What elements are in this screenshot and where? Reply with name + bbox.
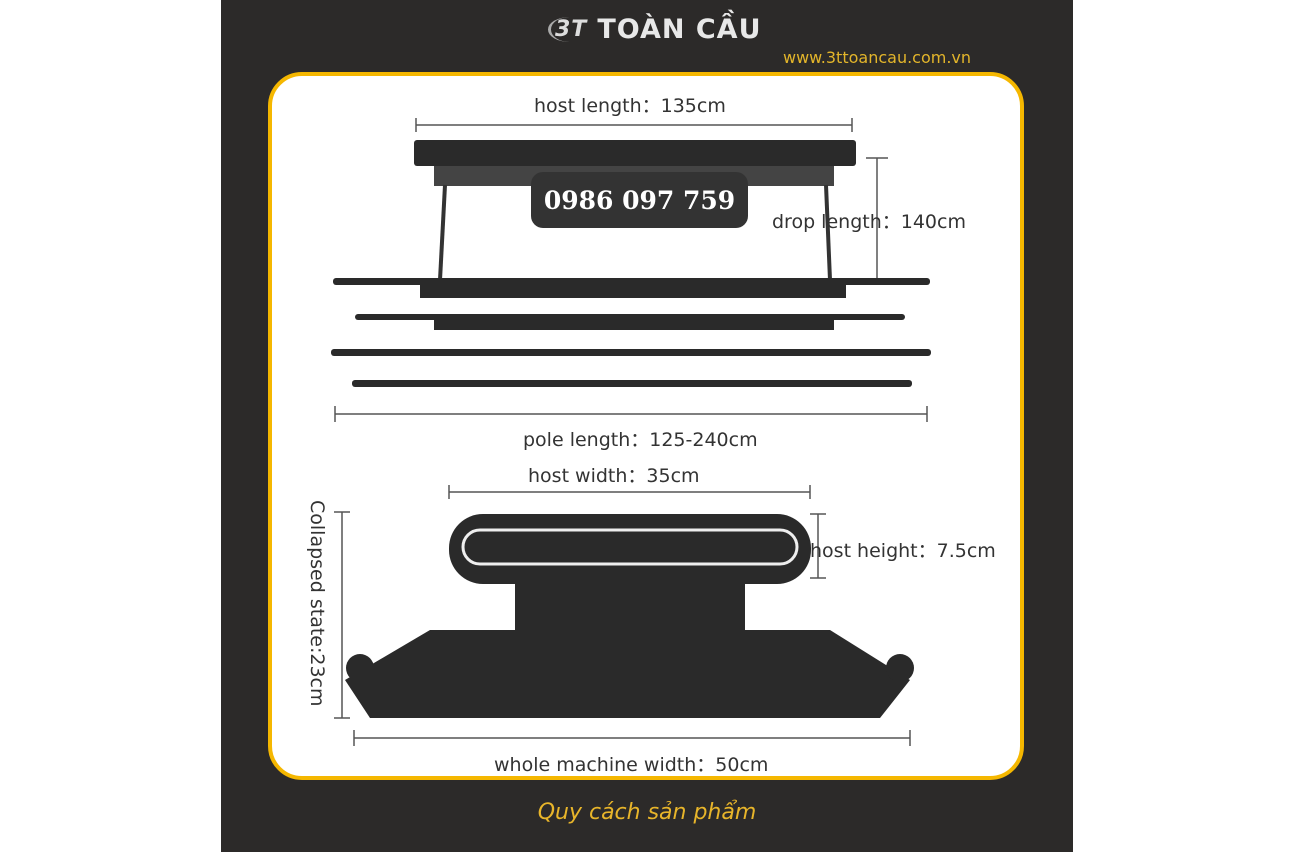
caption: Quy cách sản phẩm — [537, 800, 757, 825]
phone-badge: 0986 097 759 — [531, 172, 748, 228]
logo-mark: 3T — [548, 17, 591, 42]
collapsed-state-label: Collapsed state:23cm — [306, 500, 328, 707]
whole-width-label: whole machine width：50cm — [494, 754, 769, 776]
website-link[interactable]: www.3ttoancau.com.vn — [783, 48, 972, 67]
drop-length-label: drop length：140cm — [772, 211, 966, 233]
pole-length-label: pole length：125-240cm — [523, 429, 758, 451]
host-width-label: host width：35cm — [528, 465, 700, 487]
brand-name: TOÀN CẦU — [597, 14, 762, 45]
dimension-lines — [334, 118, 928, 746]
motor-unit — [345, 514, 914, 718]
host-length-label: host length：135cm — [534, 95, 726, 117]
host-height-label: host height：7.5cm — [810, 540, 996, 562]
